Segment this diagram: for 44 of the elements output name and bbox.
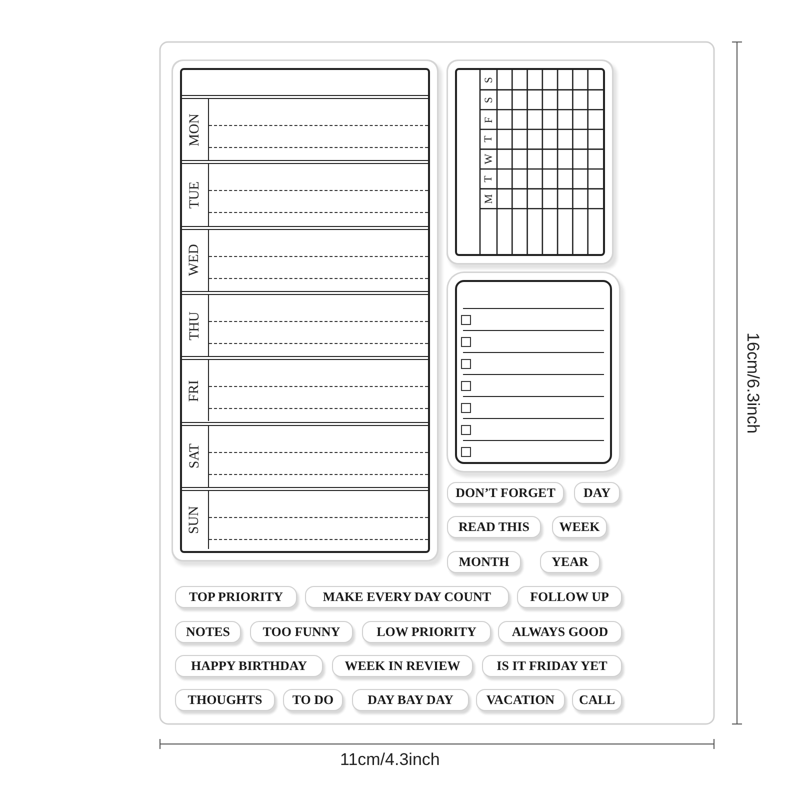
word-stamp: LOW PRIORITY [362, 621, 491, 643]
word-stamp: IS IT FRIDAY YET [482, 655, 622, 677]
weekday-letter: M [482, 194, 494, 204]
word-stamp: WEEK [552, 516, 607, 538]
weekday-letter: T [482, 136, 494, 143]
word-stamp: MAKE EVERY DAY COUNT [305, 586, 509, 608]
day-row [182, 422, 428, 487]
word-stamp: MONTH [447, 551, 521, 573]
word-stamp: ALWAYS GOOD [498, 621, 622, 643]
dimension-label: 16cm/6.3inch [742, 332, 762, 434]
word-stamp: VACATION [476, 689, 565, 711]
word-stamp: CALL [572, 689, 622, 711]
word-stamp: HAPPY BIRTHDAY [175, 655, 323, 677]
word-stamp: TOP PRIORITY [175, 586, 297, 608]
dimension-label: 11cm/4.3inch [340, 750, 440, 770]
word-stamp: READ THIS [447, 516, 541, 538]
day-row [182, 160, 428, 226]
weekday-letter: S [482, 76, 495, 83]
day-label: MON [186, 113, 203, 146]
weekday-letter: T [482, 176, 494, 182]
word-stamp: NOTES [175, 621, 241, 643]
word-stamp: DON’T FORGET [447, 482, 564, 504]
weekday-letter: S [482, 96, 495, 103]
weekday-letter: F [482, 116, 495, 123]
word-stamp: YEAR [540, 551, 600, 573]
day-label: SUN [187, 506, 203, 534]
word-stamp: FOLLOW UP [517, 586, 622, 608]
day-label: WED [186, 244, 203, 276]
word-stamp: DAY [574, 482, 620, 504]
day-label: TUE [187, 181, 204, 209]
weekday-letter: W [482, 154, 495, 164]
word-stamp: THOUGHTS [175, 689, 275, 711]
day-label: FRI [186, 380, 203, 402]
day-row [182, 486, 428, 550]
day-label: THU [186, 311, 203, 340]
day-row [182, 356, 428, 422]
word-stamp: TOO FUNNY [250, 621, 353, 643]
word-stamp: TO DO [283, 689, 343, 711]
day-row [182, 95, 428, 160]
day-label: SAT [186, 444, 203, 469]
day-row [182, 290, 428, 356]
word-stamp: DAY BAY DAY [352, 689, 469, 711]
day-row [182, 226, 428, 291]
word-stamp: WEEK IN REVIEW [332, 655, 473, 677]
